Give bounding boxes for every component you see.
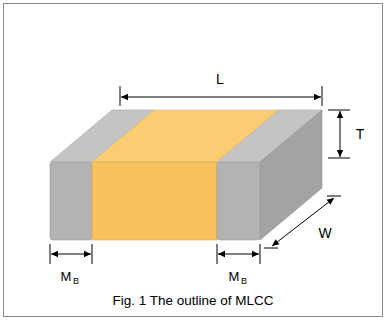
frame-border <box>4 4 383 317</box>
dimension-label: W <box>318 226 331 240</box>
terminal-front <box>50 162 92 240</box>
body-front <box>92 162 217 240</box>
dimension-subscript: B <box>73 277 79 286</box>
dimension-label: M <box>229 270 240 283</box>
dimension-label: M <box>61 270 72 283</box>
terminal-side <box>260 110 322 240</box>
figure-caption: Fig. 1 The outline of MLCC <box>112 294 273 308</box>
terminal-front <box>217 162 260 240</box>
dimension-label: T <box>356 127 365 141</box>
dimension-line <box>50 86 350 264</box>
dimension-subscript: B <box>241 277 247 286</box>
dimension-label: L <box>216 72 224 86</box>
